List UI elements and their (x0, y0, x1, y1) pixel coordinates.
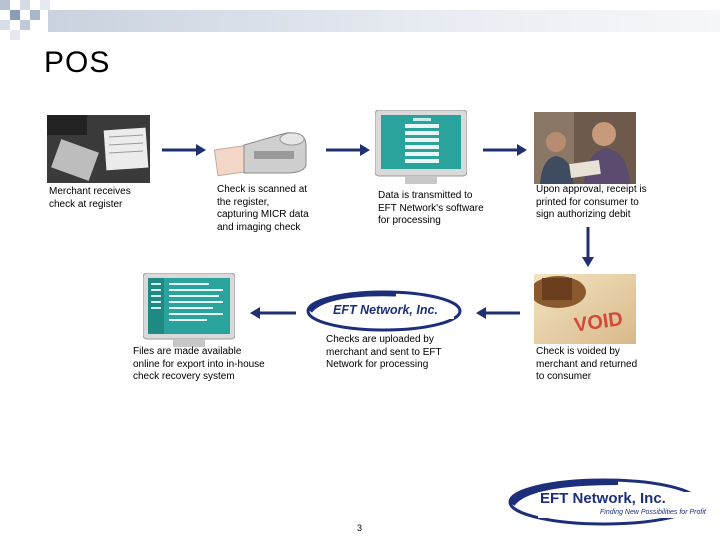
eft-logo-text: EFT Network, Inc. (333, 303, 438, 317)
arrow-right-icon (162, 144, 206, 156)
eft-corner-swoosh-icon (508, 478, 706, 526)
software-monitor (375, 110, 467, 186)
check-photo (47, 115, 150, 183)
approval-image (534, 112, 636, 184)
page-number: 3 (357, 523, 363, 533)
header-square (0, 0, 10, 10)
scanner-image (214, 115, 310, 181)
caption-files: Files are made available online for expo… (133, 346, 265, 382)
caption-receive: Merchant receives check at register (49, 186, 131, 210)
arrow-left-icon (476, 307, 520, 319)
header-square (20, 20, 30, 30)
eft-corner-tagline: Finding New Possibilities for Profit (600, 509, 706, 516)
void-check-photo: VOID (534, 274, 636, 344)
arrow-right-icon (326, 144, 370, 156)
approval-photo (534, 112, 636, 184)
void-check-image: VOID (534, 274, 636, 344)
files-monitor-image (143, 273, 235, 347)
header-square (10, 10, 20, 20)
files-monitor (143, 273, 235, 349)
header-square (20, 0, 30, 10)
eft-corner-logo-text: EFT Network, Inc. (540, 490, 666, 507)
header-square (10, 30, 20, 40)
monitor-image (375, 110, 467, 184)
header-square (30, 10, 40, 20)
check-photo-image (47, 115, 150, 183)
scanner-photo (214, 115, 310, 181)
header-square (0, 20, 10, 30)
page-title: POS (44, 46, 111, 79)
caption-upload: Checks are uploaded by merchant and sent… (326, 334, 442, 370)
eft-logo-center: EFT Network, Inc. (306, 290, 462, 332)
eft-logo-corner: EFT Network, Inc. Finding New Possibilit… (508, 478, 708, 526)
caption-void: Check is voided by merchant and returned… (536, 346, 638, 382)
caption-approval: Upon approval, receipt is printed for co… (536, 184, 647, 220)
header-square (40, 0, 50, 10)
arrow-down-icon (582, 227, 594, 267)
header-bar (48, 10, 720, 32)
caption-transmit: Data is transmitted to EFT Network's sof… (378, 190, 484, 226)
arrow-right-icon (483, 144, 527, 156)
eft-swoosh-icon (306, 290, 462, 332)
caption-scan: Check is scanned at the register, captur… (217, 184, 309, 233)
arrow-left-icon (250, 307, 296, 319)
